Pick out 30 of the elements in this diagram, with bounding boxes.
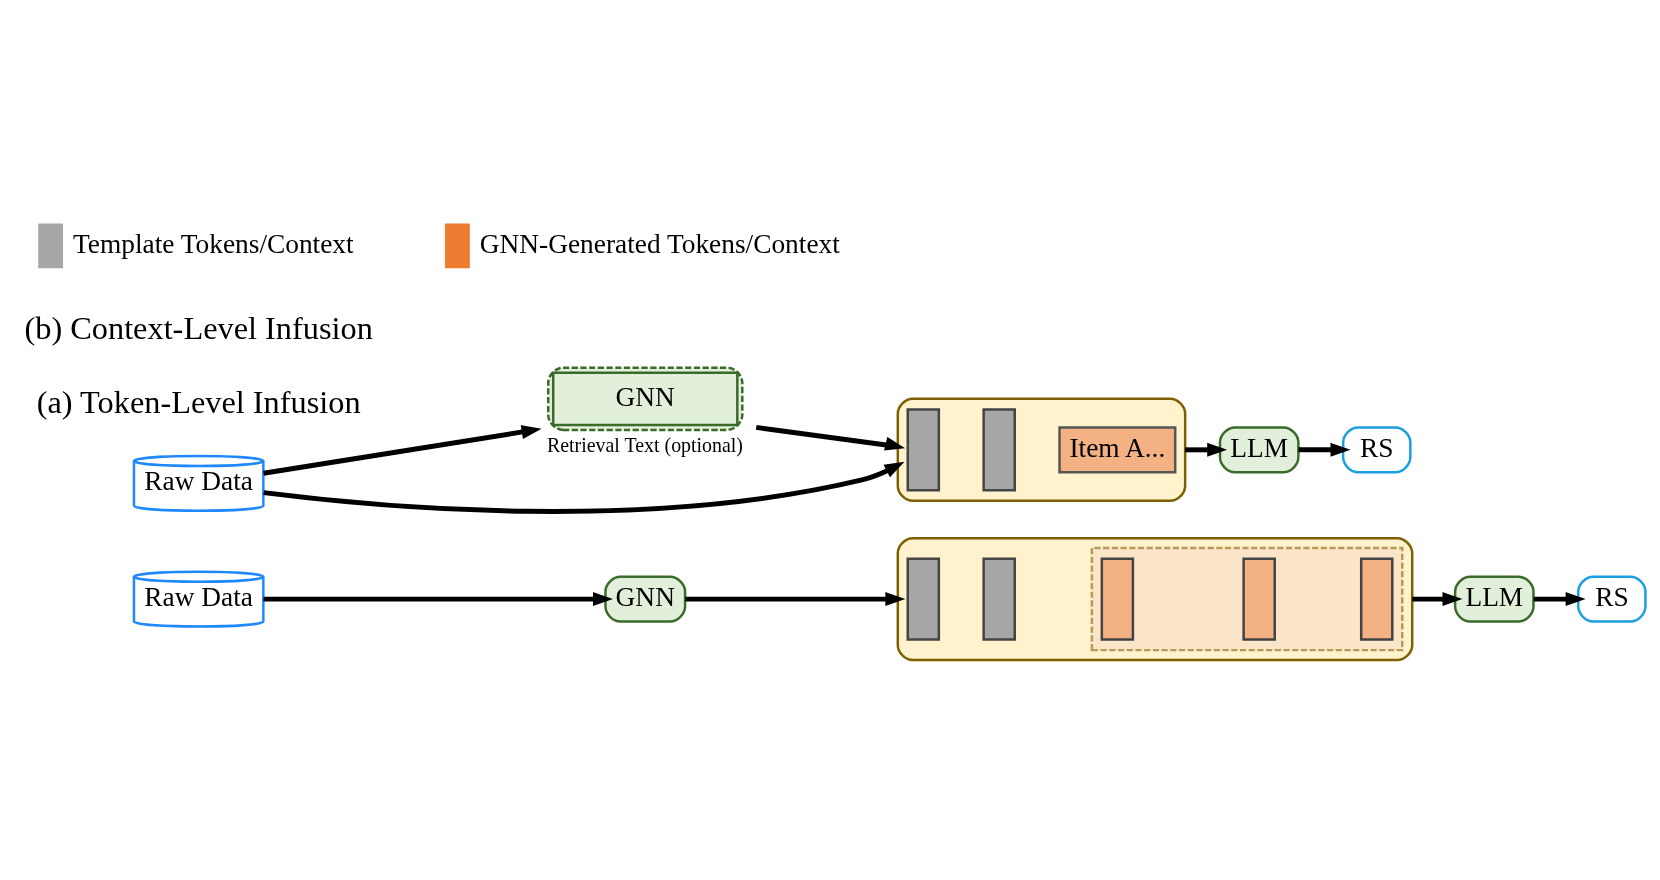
node-bar — [906, 556, 941, 641]
node-box: Item A... — [1058, 425, 1177, 473]
arrow — [263, 591, 613, 606]
cluster — [896, 536, 1414, 661]
node-bar — [906, 407, 941, 491]
label: (b) Context-Level Infusion — [24, 309, 373, 346]
arrow — [1185, 442, 1228, 457]
node-box: RS — [1341, 425, 1412, 473]
node-bar — [982, 556, 1016, 641]
label: (a) Token-Level Infusion — [36, 383, 361, 420]
node-bar — [982, 407, 1016, 491]
arrow — [263, 461, 905, 514]
legend-label: Template Tokens/Context — [73, 228, 354, 259]
arrow — [1412, 591, 1463, 606]
arrow — [263, 424, 542, 476]
node-box: LLM — [1453, 574, 1535, 623]
cluster — [1090, 546, 1404, 651]
node-bar — [1359, 556, 1394, 641]
arrow — [755, 424, 906, 451]
node-box: LLM — [1218, 425, 1300, 473]
cluster — [896, 397, 1187, 502]
node-bar — [1242, 556, 1276, 641]
node-box: RS — [1577, 574, 1647, 623]
arrow — [1533, 591, 1586, 606]
arrow — [1298, 442, 1351, 457]
legend-label: GNN-Generated Tokens/Context — [479, 228, 840, 259]
node-label: Retrieval Text (optional) — [546, 433, 743, 456]
node-box: GNN — [604, 574, 687, 623]
node-bar — [1100, 556, 1135, 641]
arrow — [685, 591, 906, 606]
